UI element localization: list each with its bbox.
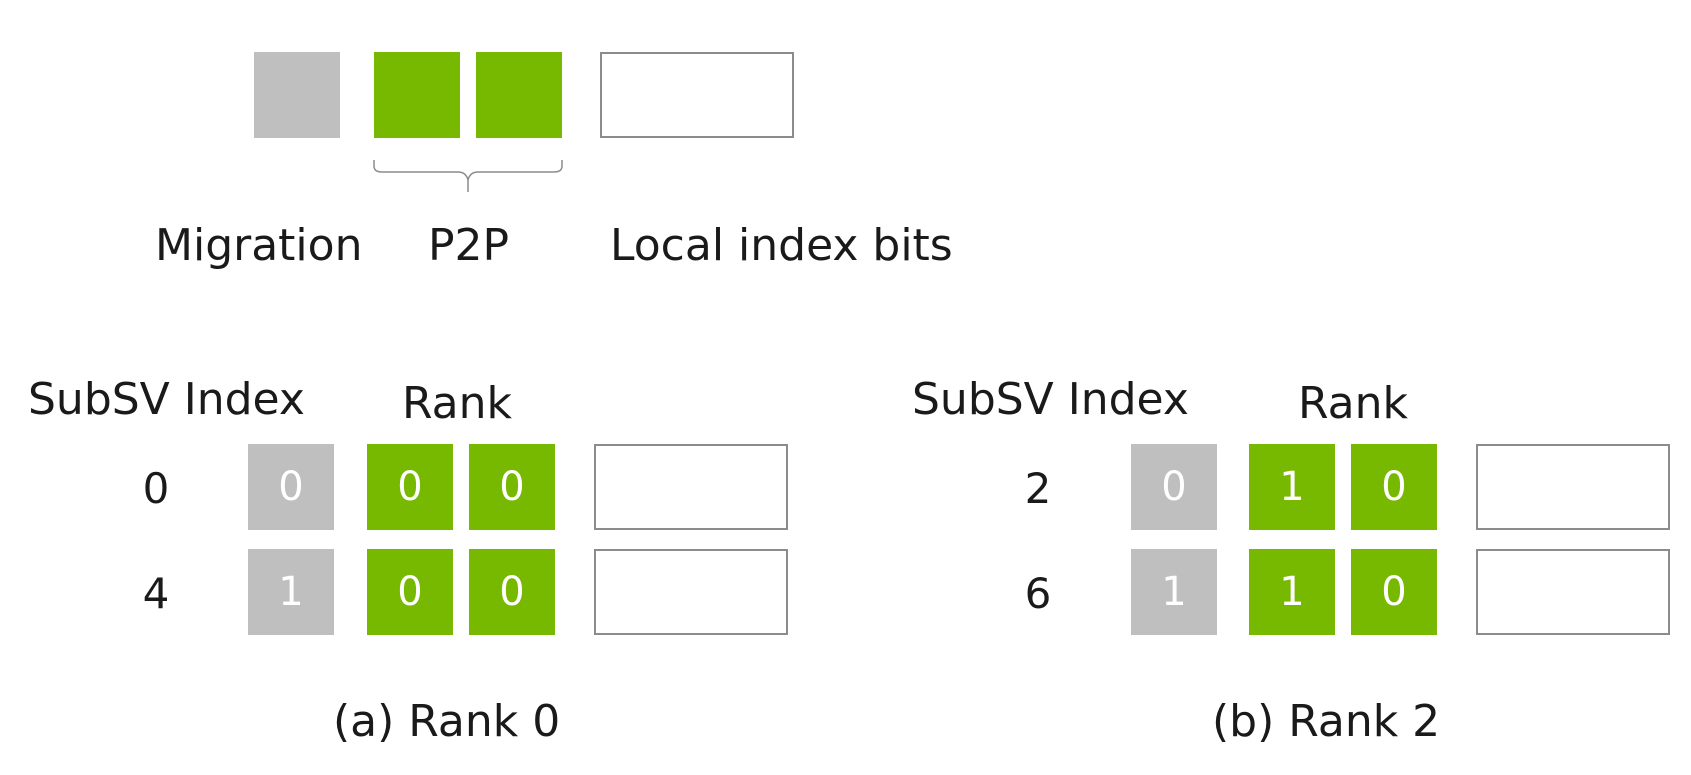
local-index-box — [1476, 444, 1670, 530]
local-index-box — [594, 549, 788, 635]
p2p-bit: 0 — [469, 549, 555, 635]
subsv-index-header: SubSV Index — [28, 374, 305, 425]
migration-bit: 0 — [248, 444, 334, 530]
subsv-index-value: 0 — [142, 464, 170, 513]
legend-migration-label: Migration — [155, 220, 363, 271]
subsv-index-value: 4 — [142, 569, 170, 618]
subsv-index-value: 6 — [1024, 569, 1052, 618]
p2p-bit: 0 — [367, 549, 453, 635]
p2p-bit: 0 — [367, 444, 453, 530]
subsv-index-header: SubSV Index — [912, 374, 1189, 425]
p2p-bit: 1 — [1249, 444, 1335, 530]
local-index-box — [594, 444, 788, 530]
p2p-bit: 1 — [1249, 549, 1335, 635]
legend-local-box — [600, 52, 794, 138]
legend-p2p-box-2 — [476, 52, 562, 138]
p2p-bit: 0 — [469, 444, 555, 530]
migration-bit: 1 — [1131, 549, 1217, 635]
p2p-bit: 0 — [1351, 444, 1437, 530]
panel-caption: (b) Rank 2 — [1212, 696, 1441, 747]
p2p-bit: 0 — [1351, 549, 1437, 635]
legend-p2p-label: P2P — [428, 220, 510, 271]
rank-header: Rank — [1298, 378, 1408, 429]
rank-header: Rank — [402, 378, 512, 429]
p2p-brace-icon — [373, 160, 563, 192]
legend-p2p-box-1 — [374, 52, 460, 138]
legend-local-label: Local index bits — [610, 220, 953, 271]
local-index-box — [1476, 549, 1670, 635]
migration-bit: 1 — [248, 549, 334, 635]
migration-bit: 0 — [1131, 444, 1217, 530]
legend-migration-box — [254, 52, 340, 138]
subsv-index-value: 2 — [1024, 464, 1052, 513]
panel-caption: (a) Rank 0 — [333, 696, 561, 747]
